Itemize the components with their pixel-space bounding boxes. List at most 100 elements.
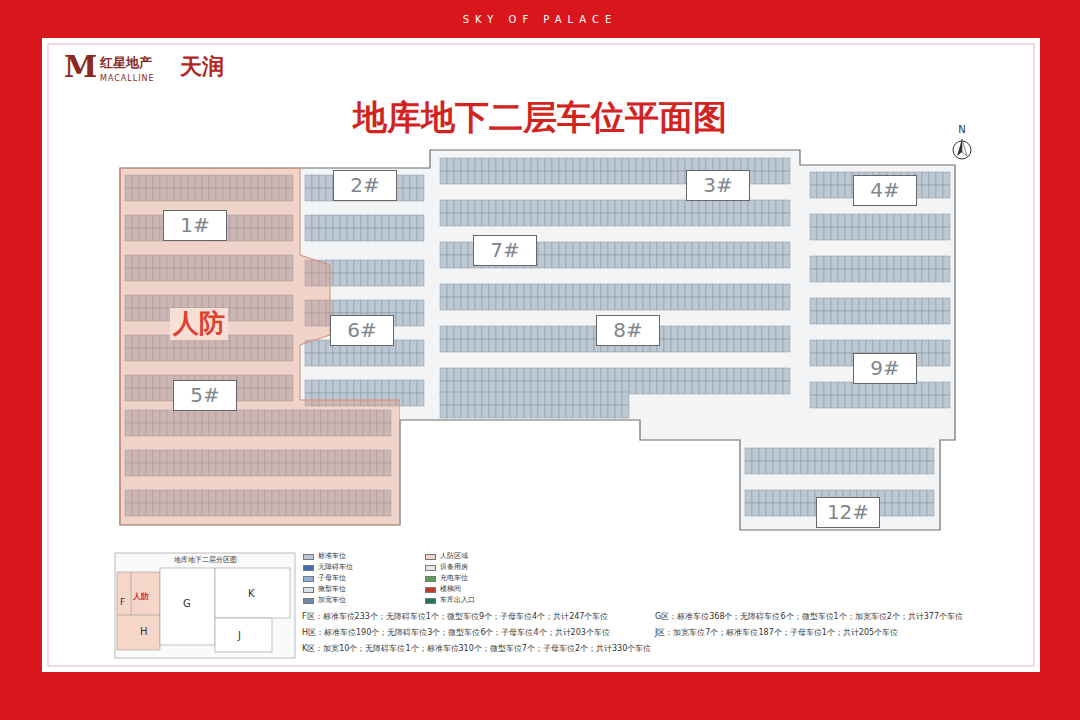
parking-stall: [517, 339, 524, 352]
parking-stall: [573, 326, 580, 339]
parking-stall: [838, 256, 845, 269]
parking-stall: [375, 380, 382, 393]
parking-stall: [692, 339, 699, 352]
parking-stall: [908, 395, 915, 408]
parking-stall: [375, 215, 382, 228]
parking-stall: [333, 260, 340, 273]
parking-stall: [468, 158, 475, 171]
inset-divider: [131, 572, 132, 615]
parking-stall: [489, 213, 496, 226]
parking-stall: [622, 368, 629, 381]
parking-stall: [461, 339, 468, 352]
parking-stall: [845, 353, 852, 366]
parking-stall: [524, 171, 531, 184]
parking-stall: [908, 382, 915, 395]
legend-text: 充电车位: [440, 574, 468, 582]
parking-stall: [929, 382, 936, 395]
parking-stall: [417, 228, 424, 241]
parking-stall: [333, 380, 340, 393]
parking-stall: [706, 242, 713, 255]
parking-stall: [880, 340, 887, 353]
parking-stall: [417, 175, 424, 188]
parking-stall: [699, 200, 706, 213]
parking-stall: [873, 256, 880, 269]
brand-name: MACALLINE: [100, 74, 155, 83]
parking-stall: [475, 392, 482, 405]
parking-stall: [461, 392, 468, 405]
legend-text: 子母车位: [318, 574, 346, 582]
parking-stall: [922, 353, 929, 366]
parking-stall: [305, 215, 312, 228]
parking-stall: [822, 448, 829, 461]
parking-stall: [615, 405, 622, 418]
zone-shape: [120, 168, 400, 525]
parking-stall: [838, 269, 845, 282]
parking-stall: [759, 490, 766, 503]
parking-stall: [936, 395, 943, 408]
parking-stall: [664, 297, 671, 310]
parking-stall: [894, 395, 901, 408]
parking-stall: [713, 284, 720, 297]
parking-stall: [461, 405, 468, 418]
parking-stall: [305, 188, 312, 201]
parking-stall: [706, 200, 713, 213]
parking-stall: [454, 368, 461, 381]
parking-stall: [389, 300, 396, 313]
parking-stall: [566, 213, 573, 226]
parking-stall: [852, 298, 859, 311]
parking-stall: [482, 297, 489, 310]
parking-stall: [566, 339, 573, 352]
parking-stall: [831, 382, 838, 395]
building-block: 3#: [686, 170, 750, 201]
parking-stall: [566, 284, 573, 297]
parking-stall: [685, 381, 692, 394]
parking-stall: [671, 242, 678, 255]
parking-stall: [769, 284, 776, 297]
parking-stall: [566, 405, 573, 418]
parking-stall: [538, 158, 545, 171]
parking-stall: [776, 255, 783, 268]
parking-stall: [922, 256, 929, 269]
parking-stall: [817, 353, 824, 366]
parking-stall: [873, 298, 880, 311]
parking-stall: [859, 311, 866, 324]
parking-stall: [815, 448, 822, 461]
parking-stall: [817, 395, 824, 408]
parking-stall: [817, 185, 824, 198]
parking-stall: [396, 215, 403, 228]
parking-stall: [622, 200, 629, 213]
parking-stall: [573, 392, 580, 405]
parking-stall: [762, 297, 769, 310]
parking-stall: [580, 392, 587, 405]
zone-stats: K区：加宽10个；无障碍车位1个；标准车位310个；微型车位7个；子母车位2个；…: [302, 644, 651, 653]
parking-stall: [496, 368, 503, 381]
parking-stall: [794, 448, 801, 461]
parking-stall: [922, 340, 929, 353]
parking-stall: [629, 297, 636, 310]
parking-stall: [720, 381, 727, 394]
parking-stall: [787, 490, 794, 503]
parking-stall: [727, 339, 734, 352]
parking-stall: [468, 171, 475, 184]
building-number: 12#: [827, 501, 869, 524]
parking-stall: [580, 284, 587, 297]
parking-stall: [608, 213, 615, 226]
parking-stall: [671, 284, 678, 297]
parking-stall: [810, 353, 817, 366]
parking-stall: [608, 405, 615, 418]
parking-stall: [326, 380, 333, 393]
parking-stall: [489, 339, 496, 352]
parking-stall: [594, 284, 601, 297]
parking-stall: [685, 213, 692, 226]
parking-stall: [943, 395, 950, 408]
parking-stall: [936, 340, 943, 353]
parking-stall: [489, 297, 496, 310]
building-number: 7#: [490, 239, 519, 262]
parking-stall: [920, 448, 927, 461]
parking-stall: [475, 297, 482, 310]
parking-stall: [601, 242, 608, 255]
logo-mark: M: [64, 50, 97, 85]
parking-stall: [559, 213, 566, 226]
parking-stall: [831, 256, 838, 269]
parking-stall: [608, 242, 615, 255]
